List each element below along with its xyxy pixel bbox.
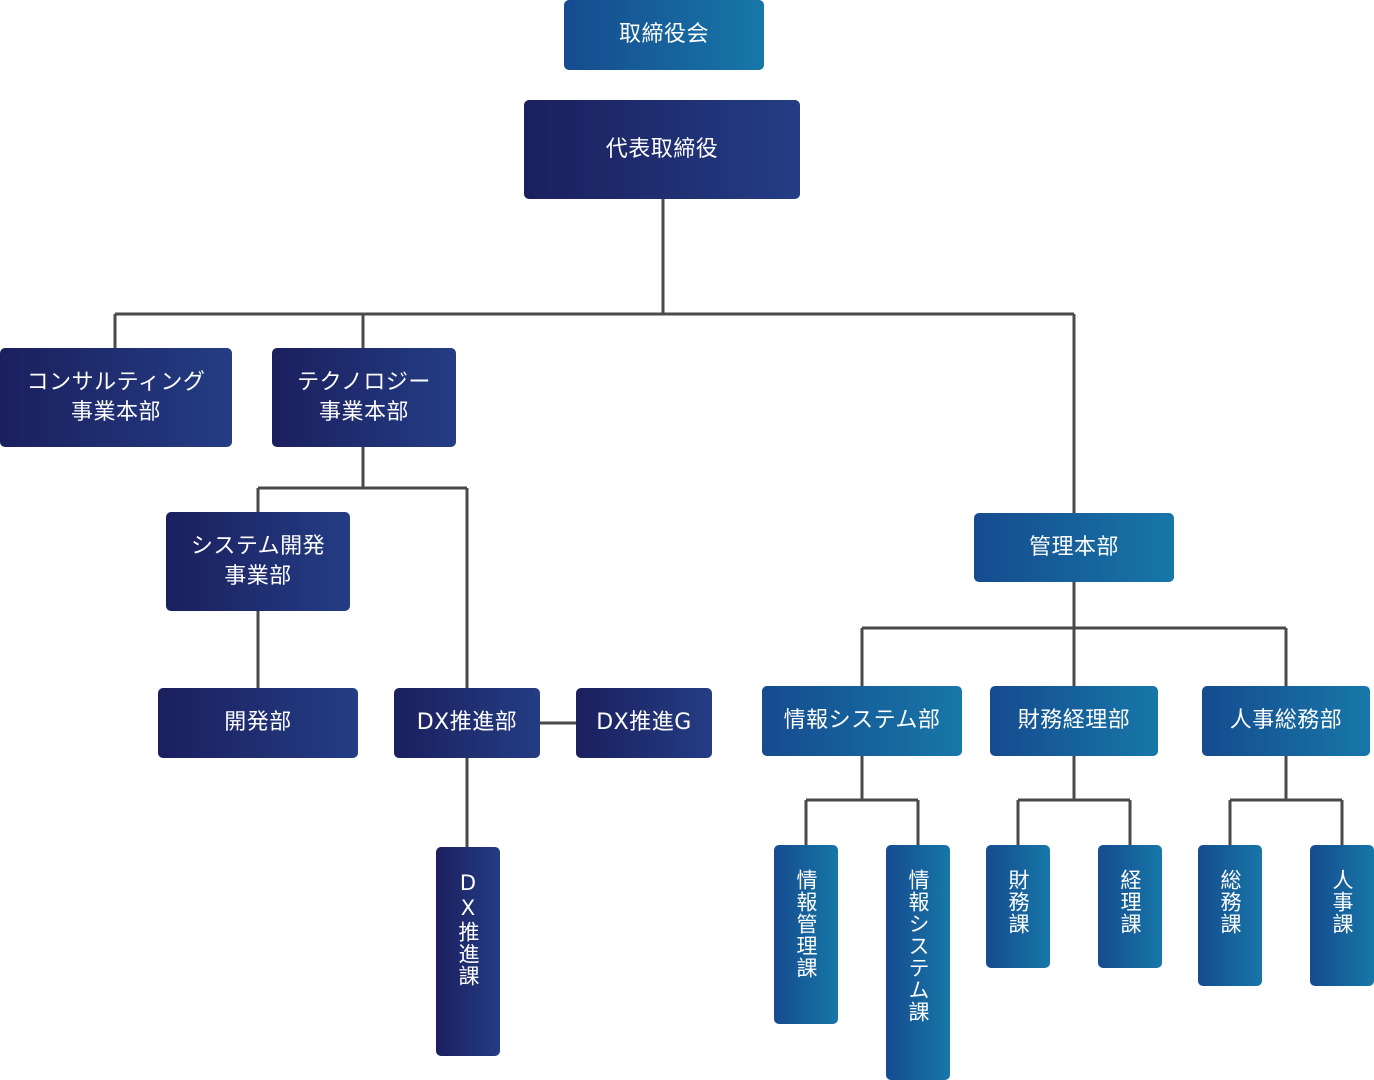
system-dev-division-box: システム開発 事業部 — [166, 512, 350, 611]
ceo-box: 代表取締役 — [524, 100, 800, 199]
finance-section-box: 財務課 — [986, 845, 1050, 968]
info-sys-dept-box: 情報システム部 — [762, 686, 962, 756]
info-sys-section-box: 情報システム課 — [886, 845, 950, 1080]
admin-division-box: 管理本部 — [974, 513, 1174, 582]
technology-division-box: テクノロジー 事業本部 — [272, 348, 456, 447]
consulting-division-box: コンサルティング 事業本部 — [0, 348, 232, 447]
finance-dept-box: 財務経理部 — [990, 686, 1158, 756]
hr-section-box: 人事課 — [1310, 845, 1374, 986]
dx-section-box: DX推進課 — [436, 847, 500, 1056]
general-affairs-section-box: 総務課 — [1198, 845, 1262, 986]
info-mgmt-section-box: 情報管理課 — [774, 845, 838, 1024]
dx-group-box: DX推進G — [576, 688, 712, 758]
accounting-section-box: 経理課 — [1098, 845, 1162, 968]
dev-dept-box: 開発部 — [158, 688, 358, 758]
board-box: 取締役会 — [564, 0, 764, 70]
hr-dept-box: 人事総務部 — [1202, 686, 1370, 756]
dx-dept-box: DX推進部 — [394, 688, 540, 758]
